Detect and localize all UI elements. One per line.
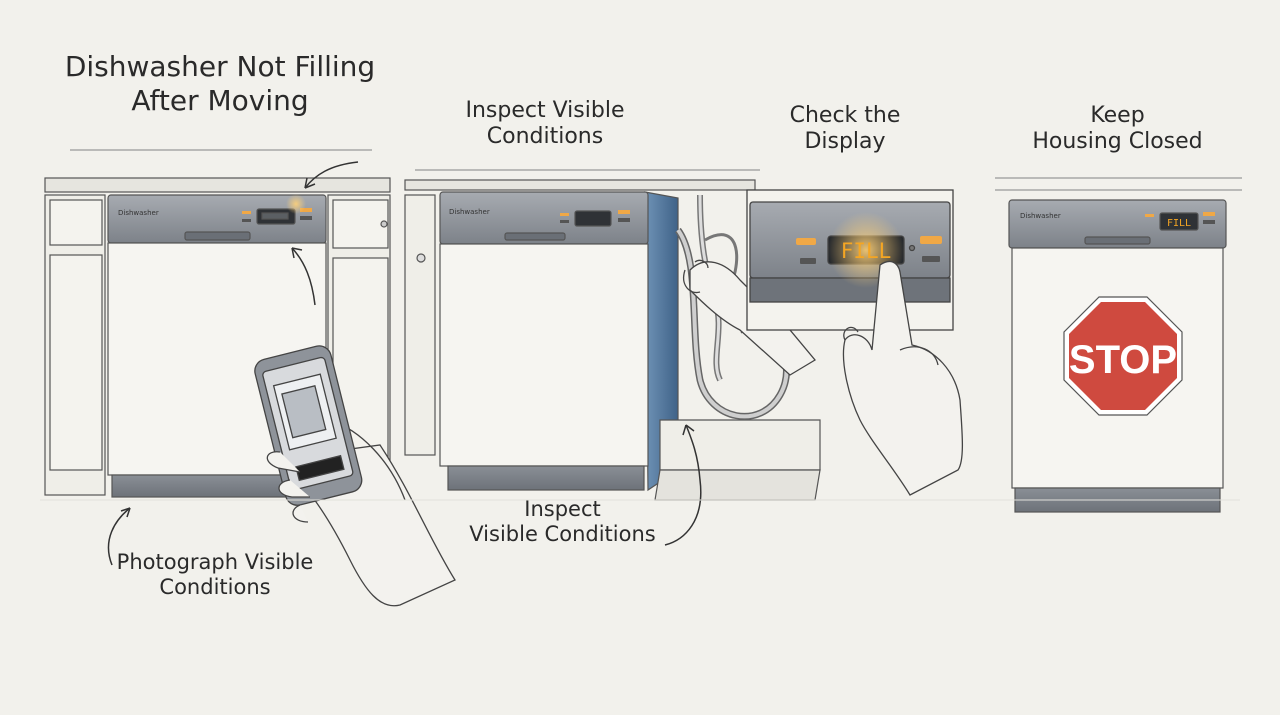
keep-closed-line1: Keep [1090,103,1145,128]
photograph-line2: Conditions [159,575,271,600]
step-label-keep-closed: Keep Housing Closed [1010,103,1225,156]
step-label-check-display: Check the Display [770,103,920,156]
brand-label-2: Dishwasher [449,208,490,216]
display-closeup: FILL [746,189,954,331]
display-fill-text: FILL [841,239,892,263]
hand-with-phone [254,345,456,607]
main-title: Dishwasher Not Filling After Moving [40,50,400,117]
photograph-line1: Photograph Visible [116,550,314,574]
inspect-bottom-line1: Inspect [524,497,601,521]
display-fill-small: FILL [1167,218,1191,229]
keep-closed-line2: Housing Closed [1032,129,1203,155]
inspect-bottom-line2: Visible Conditions [469,522,656,547]
step-label-inspect-bottom: Inspect Visible Conditions [455,497,670,547]
main-title-line2: After Moving [131,83,309,117]
inspect-top-line1: Inspect Visible [465,98,625,123]
brand-label-1: Dishwasher [118,209,159,217]
inspect-top-line2: Conditions [486,124,604,150]
check-display-line1: Check the [789,103,901,128]
main-title-line1: Dishwasher Not Filling [64,50,376,83]
panel-2-scene: Dishwasher [404,169,821,546]
check-display-line2: Display [804,129,886,155]
pointing-hand [842,260,964,496]
step-label-inspect-top: Inspect Visible Conditions [440,98,650,151]
stop-sign-text: STOP [1069,338,1177,382]
stop-sign: STOP [1063,296,1183,416]
step-label-photograph: Photograph Visible Conditions [100,550,330,600]
brand-label-4: Dishwasher [1020,212,1061,220]
